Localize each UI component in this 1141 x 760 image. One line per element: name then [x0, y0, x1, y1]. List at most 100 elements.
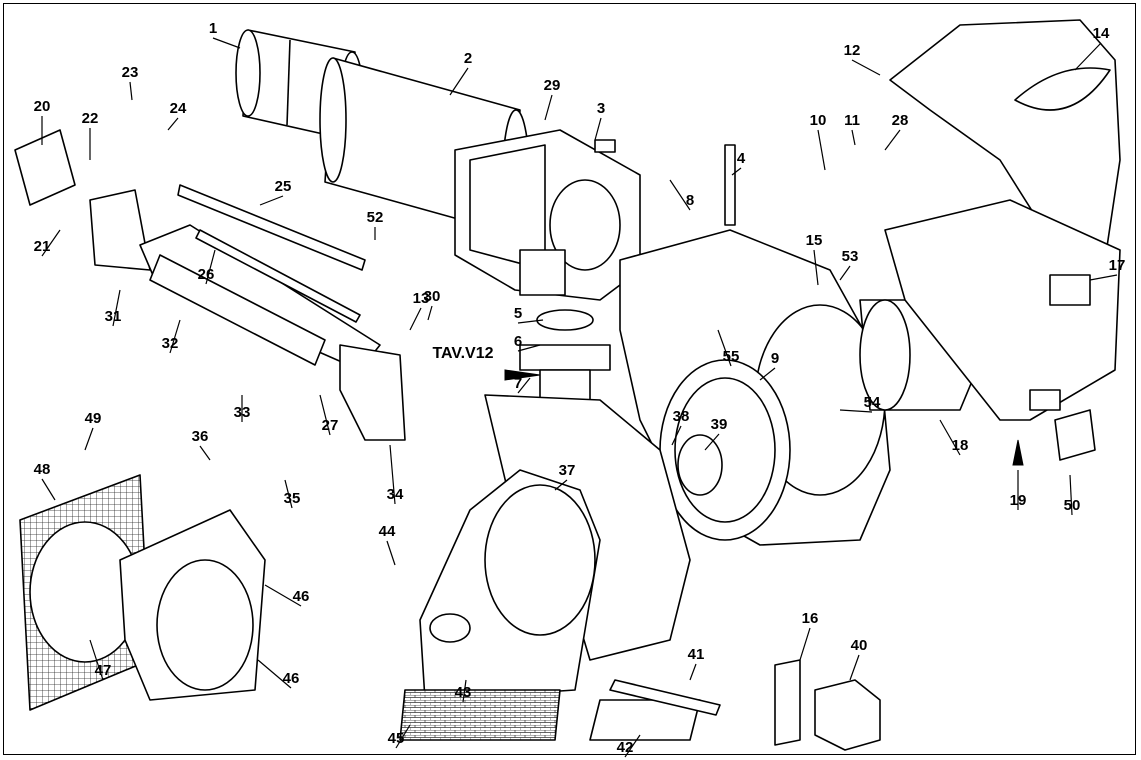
callout-label: 29: [544, 77, 561, 94]
part-rod-26: [195, 229, 361, 323]
callout-leader: [84, 427, 94, 451]
part-servo-motor: [774, 659, 881, 751]
callout-leader: [817, 129, 826, 171]
part-cover-hood: [889, 19, 1121, 261]
callout-label: 38: [673, 408, 690, 425]
callout-label: 40: [851, 637, 868, 654]
callout-label: 30: [424, 288, 441, 305]
callout-label: 9: [771, 350, 779, 367]
callout-label: 24: [170, 100, 187, 117]
part-motor: [859, 299, 986, 411]
part-fan-wheel: [659, 359, 791, 541]
callout-leader: [839, 265, 851, 281]
callout-label: 26: [198, 266, 215, 283]
callout-leader: [264, 584, 302, 607]
callout-leader: [517, 377, 531, 394]
callout-label: 33: [234, 404, 251, 421]
callout-label: 23: [122, 64, 139, 81]
callout-label: 14: [1093, 25, 1110, 42]
callout-leader: [257, 659, 292, 689]
callout-leader: [1069, 474, 1073, 516]
callout-label: 31: [105, 308, 122, 325]
callout-label: 44: [379, 523, 396, 540]
callout-label: 16: [802, 610, 819, 627]
callout-leader: [839, 409, 873, 413]
callout-leader: [1089, 274, 1118, 281]
callout-label: 6: [514, 333, 522, 350]
callout-label: 2: [464, 50, 472, 67]
callout-leader: [199, 445, 211, 461]
callout-leader: [167, 117, 179, 131]
callout-label: 27: [322, 417, 339, 434]
callout-leader: [212, 37, 241, 49]
callout-label: 28: [892, 112, 909, 129]
callout-label: 3: [597, 100, 605, 117]
callout-label: 25: [275, 178, 292, 195]
part-collar-column: [519, 309, 611, 411]
callout-label: 39: [711, 416, 728, 433]
callout-label: 5: [514, 305, 522, 322]
callout-label: 13: [413, 290, 430, 307]
callout-label: 4: [737, 150, 746, 167]
callout-leader: [554, 479, 568, 491]
part-rod-25: [177, 184, 366, 271]
callout-leader: [813, 249, 819, 286]
callout-leader: [205, 249, 216, 285]
callout-leader: [671, 425, 682, 446]
callout-leader: [89, 639, 104, 681]
callout-label: 52: [367, 209, 384, 226]
callout-label: 17: [1109, 257, 1126, 274]
part-rod: [724, 144, 736, 226]
callout-leader: [884, 129, 901, 151]
callout-leader: [689, 663, 697, 681]
callout-leader: [389, 444, 396, 505]
callout-leader: [462, 679, 467, 703]
callout-label: 53: [842, 248, 859, 265]
part-flange-housing: [454, 129, 641, 301]
callout-leader: [427, 305, 433, 321]
callout-label: 21: [34, 238, 51, 255]
callout-leader: [594, 117, 602, 141]
callout-leader: [544, 94, 553, 121]
callout-leader: [259, 195, 284, 206]
callout-leader: [939, 419, 961, 456]
callout-leader: [169, 319, 181, 354]
callout-label: 50: [1064, 497, 1081, 514]
arrow-7: [504, 369, 541, 381]
callout-leader: [517, 344, 541, 352]
callout-leader: [41, 229, 61, 257]
callout-label: 35: [284, 490, 301, 507]
callout-leader: [799, 627, 811, 661]
part-pad-45: [399, 689, 561, 741]
callout-label: 46: [283, 670, 300, 687]
leader-lines: [41, 37, 1118, 758]
callout-label: 22: [82, 110, 99, 127]
part-mounting-flange: [119, 509, 266, 701]
callout-label: 15: [806, 232, 823, 249]
callout-leader: [129, 81, 133, 101]
callout-label: 49: [85, 410, 102, 427]
callout-label: 34: [387, 486, 404, 503]
callout-label: 1: [209, 20, 217, 37]
part-front-housing: [419, 394, 691, 701]
callout-leader: [395, 724, 411, 749]
callout-leader: [284, 479, 293, 509]
callout-label: 12: [844, 42, 861, 59]
callout-label: 18: [952, 437, 969, 454]
callout-label: 43: [455, 684, 472, 701]
callout-leader: [1074, 42, 1102, 71]
callout-leader: [624, 734, 641, 758]
callout-leader: [731, 167, 742, 176]
callout-leader: [851, 129, 856, 146]
callout-label: 47: [95, 662, 112, 679]
callout-label: 11: [844, 112, 860, 129]
arrow-19: [1012, 439, 1024, 466]
callout-leader: [449, 67, 469, 96]
callout-leader: [517, 319, 544, 324]
callout-label: 20: [34, 98, 51, 115]
callout-leader: [851, 59, 881, 76]
callout-label: 55: [723, 348, 740, 365]
